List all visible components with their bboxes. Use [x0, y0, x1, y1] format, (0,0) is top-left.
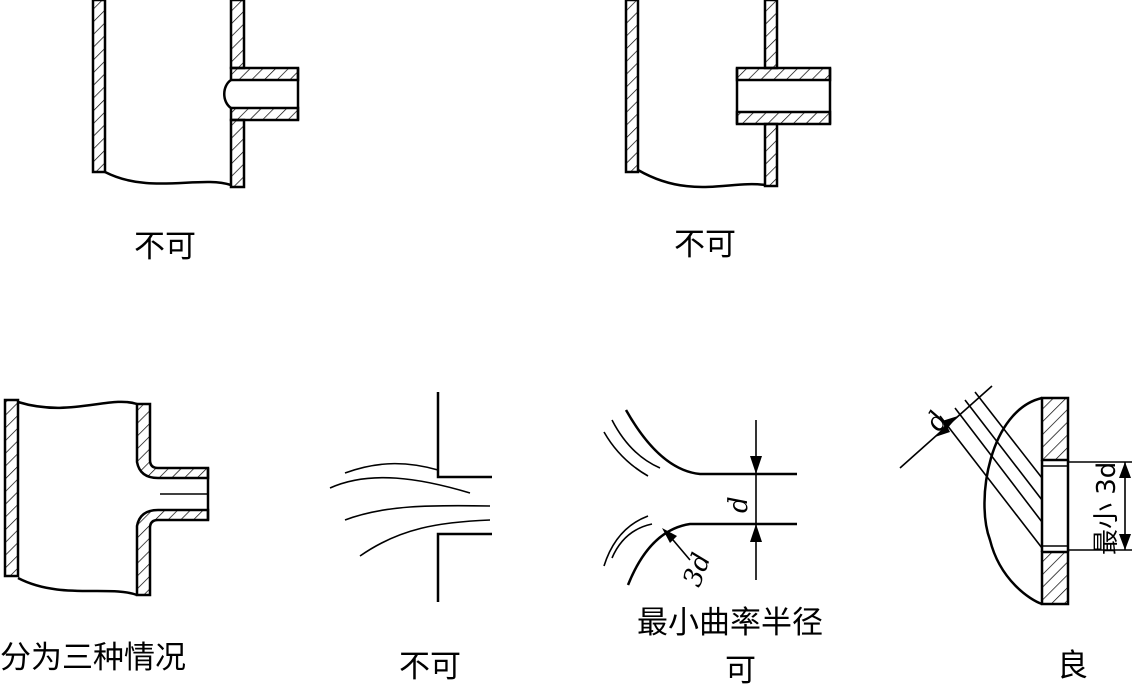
break-line-top	[17, 400, 138, 410]
min-3d-label: 最小 3d	[1092, 462, 1122, 555]
wall-upper	[436, 392, 492, 479]
break-line	[637, 168, 766, 189]
caption-bottom-1: 分为三种情况	[0, 640, 186, 676]
diagram-top-left	[91, 0, 300, 189]
branch-pipe-bottom-wall	[735, 110, 832, 126]
break-line-bottom	[17, 576, 138, 597]
bore-line-3	[964, 399, 1043, 501]
bore-line-1	[939, 415, 1043, 549]
caption-top-right: 不可	[674, 227, 736, 263]
radius-3d-label: 3d	[678, 549, 718, 590]
main-pipe-left-wall	[3, 398, 20, 578]
caption-top-left: 不可	[134, 229, 196, 265]
main-pipe-right-wall-upper	[763, 0, 779, 70]
diagram-bottom-3: d 3d	[603, 409, 797, 591]
flow-line-2	[344, 462, 439, 474]
main-pipe-left-wall	[624, 0, 640, 174]
diagram-top-right	[624, 0, 832, 189]
caption-bottom-4: 良	[1057, 648, 1088, 684]
caption-bottom-2: 不可	[399, 649, 461, 685]
wall-lower	[1040, 550, 1070, 606]
main-pipe-left-wall	[91, 0, 107, 174]
flow-line-3	[359, 519, 491, 557]
boss-outline	[983, 396, 1043, 606]
main-pipe-right-wall-lower	[229, 118, 246, 189]
wall-lower	[436, 532, 492, 602]
main-pipe-right-wall-upper	[229, 0, 246, 70]
branch-pipe-bottom-wall	[229, 106, 300, 122]
flared-wall-upper	[135, 402, 210, 480]
curved-wall-upper	[624, 409, 797, 476]
bore-line-2	[954, 407, 1043, 523]
dimension-d-label: d	[724, 496, 754, 513]
branch-pipe-top-wall	[229, 66, 300, 82]
flow-line-1	[329, 476, 471, 494]
bore-line-4	[974, 391, 1043, 479]
main-pipe-right-wall-lower	[763, 122, 779, 188]
diagram-bottom-4: d 最小 3d	[899, 385, 1132, 606]
break-line	[104, 170, 232, 187]
curved-wall-lower	[626, 522, 797, 586]
diagram-bottom-1	[3, 398, 210, 597]
protruding-end	[223, 78, 232, 110]
branch-pipe-top-wall	[735, 66, 832, 82]
caption-bottom-3-note: 最小曲率半径	[637, 605, 823, 641]
caption-bottom-3: 可	[725, 653, 756, 689]
wall-upper	[1040, 396, 1070, 462]
diagram-bottom-2	[329, 392, 492, 602]
flared-wall-lower	[135, 508, 210, 597]
flow-line-4	[344, 504, 491, 521]
